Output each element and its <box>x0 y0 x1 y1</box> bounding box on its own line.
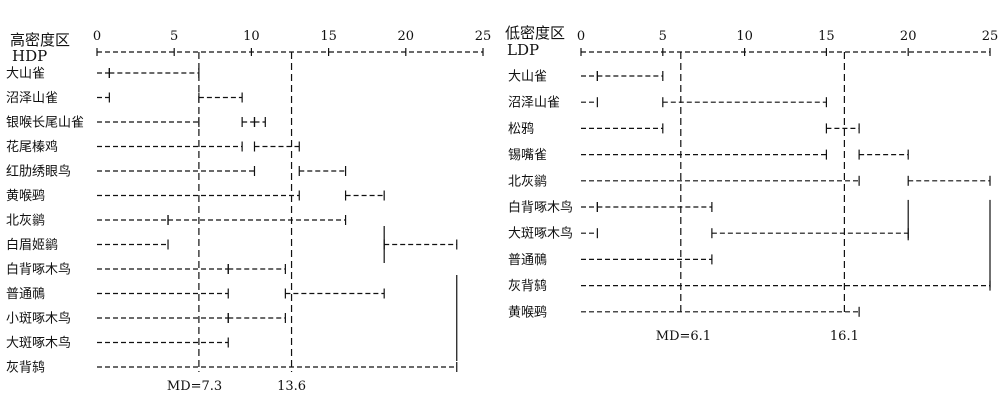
x-tick-label: 25 <box>982 29 999 44</box>
x-tick-label: 15 <box>818 29 835 44</box>
species-label: 沼泽山雀 <box>508 96 560 111</box>
species-label: 沼泽山雀 <box>6 91 58 106</box>
reference-line-label: 13.6 <box>277 379 306 394</box>
axis-title-line: LDP <box>507 41 539 59</box>
species-label: 黄喉鹀 <box>508 304 547 320</box>
reference-line-label: MD=7.3 <box>167 379 222 394</box>
species-label: 灰背鸫 <box>6 360 45 376</box>
species-label: 松鸦 <box>508 121 534 137</box>
x-tick-label: 0 <box>577 29 585 44</box>
x-tick-label: 5 <box>170 29 178 44</box>
species-label: 北灰鹟 <box>6 214 45 229</box>
species-label: 普通鳾 <box>508 253 547 268</box>
species-label: 普通鳾 <box>6 287 45 302</box>
species-label: 大山雀 <box>508 70 547 85</box>
species-label: 花尾榛鸡 <box>6 139 58 155</box>
x-tick-label: 10 <box>736 29 753 44</box>
x-tick-label: 5 <box>659 29 667 44</box>
species-label: 大山雀 <box>6 67 45 82</box>
species-label: 大斑啄木鸟 <box>6 335 71 351</box>
x-tick-label: 25 <box>475 29 492 44</box>
species-label: 锡嘴雀 <box>508 148 547 163</box>
species-label: 小斑啄木鸟 <box>6 311 71 327</box>
axis-title-line: HDP <box>12 47 47 65</box>
x-tick-label: 20 <box>900 29 917 44</box>
species-label: 白眉姬鹟 <box>6 237 58 253</box>
species-label: 灰背鸫 <box>508 278 547 294</box>
species-label: 大斑啄木鸟 <box>508 226 573 242</box>
species-label: 白背啄木鸟 <box>6 262 71 278</box>
x-tick-label: 20 <box>398 29 415 44</box>
x-tick-label: 0 <box>93 29 101 44</box>
x-tick-label: 10 <box>243 29 260 44</box>
species-label: 黄喉鹀 <box>6 188 45 204</box>
species-label: 白背啄木鸟 <box>508 200 573 216</box>
reference-line-label: 16.1 <box>830 329 859 344</box>
species-label: 北灰鹟 <box>508 174 547 189</box>
species-label: 红肋绣眼鸟 <box>6 164 71 180</box>
reference-line-label: MD=6.1 <box>656 329 711 344</box>
axis-title-line: 高密度区 <box>10 31 70 49</box>
x-tick-label: 15 <box>320 29 337 44</box>
species-label: 银喉长尾山雀 <box>6 116 84 131</box>
axis-title-line: 低密度区 <box>505 24 565 42</box>
